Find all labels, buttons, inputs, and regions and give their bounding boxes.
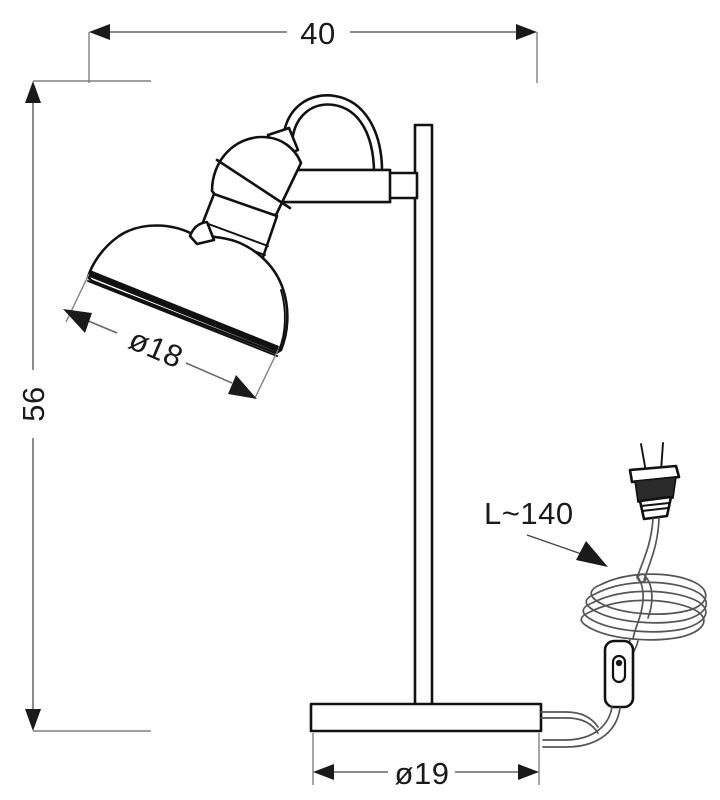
cord-loop-3 (582, 590, 707, 633)
shade-dim-extension-right (254, 349, 279, 399)
dimension-overall-width: 40 (88, 16, 538, 83)
vertical-post (413, 123, 434, 708)
dimension-label-shade-diameter: ø18 (124, 321, 188, 375)
cord-tie-knot (637, 573, 647, 583)
inline-rocker-switch[interactable] (603, 639, 635, 709)
switch-indicator-dot (615, 659, 623, 667)
width-arrow-left-icon (89, 24, 110, 40)
shade-collar (188, 220, 216, 246)
cord-base-entry-curve-b (569, 717, 599, 734)
dimension-label-height: 56 (16, 386, 51, 421)
dimension-overall-height: 56 (16, 80, 151, 732)
cord-loop-2 (585, 581, 708, 624)
width-arrow-right-icon (516, 24, 537, 40)
cord-base-entry-curve-a (565, 711, 599, 728)
wire-bracket-outer (281, 94, 384, 170)
cord-loop-4 (580, 599, 705, 641)
base-dim-arrow-left-icon (313, 764, 334, 780)
plug-prong-left (640, 443, 647, 473)
base-dim-arrow-right-icon (518, 764, 539, 780)
shade-rim-edge (87, 280, 278, 357)
plug-rib-1 (640, 502, 670, 507)
shade-dim-line-left (85, 319, 118, 334)
shade-rim (87, 270, 279, 352)
wire-bracket-inner (290, 103, 376, 172)
lamp-assembly (86, 94, 543, 733)
dimension-label-width: 40 (300, 16, 335, 51)
two-prong-plug (628, 442, 681, 521)
height-arrow-top-icon (25, 81, 41, 103)
plug-body (634, 476, 677, 503)
cord-tie-front (632, 575, 644, 640)
power-cord-assembly (540, 442, 708, 748)
dimension-cord-length: L~140 (484, 496, 608, 567)
plug-strain-relief (638, 495, 673, 521)
shade-dim-line-right (185, 362, 233, 384)
height-arrow-bottom-icon (25, 709, 41, 731)
round-base (309, 702, 543, 733)
shade-edge-highlight (278, 289, 286, 351)
dimension-base-diameter: ø19 (312, 733, 540, 791)
lamp-shade-dome (86, 224, 289, 355)
knuckle-split-line (215, 158, 292, 210)
neck-ring-1 (202, 221, 269, 247)
power-cord-coil (580, 573, 708, 641)
cord-plug-lead-a (636, 518, 654, 579)
cord-length-arrow-icon (576, 541, 608, 567)
dimension-label-base-diameter: ø19 (395, 756, 450, 791)
shade-dim-arrow-right-icon (228, 375, 257, 399)
cord-switch-to-base-a (542, 706, 613, 741)
cord-loop-1 (590, 573, 707, 615)
cord-tie-back (645, 576, 653, 619)
plug-rib-2 (641, 507, 669, 512)
dimension-label-cord-length: L~140 (484, 496, 574, 531)
cord-switch-to-base-b (542, 707, 621, 748)
shade-dim-arrow-left-icon (63, 309, 92, 333)
